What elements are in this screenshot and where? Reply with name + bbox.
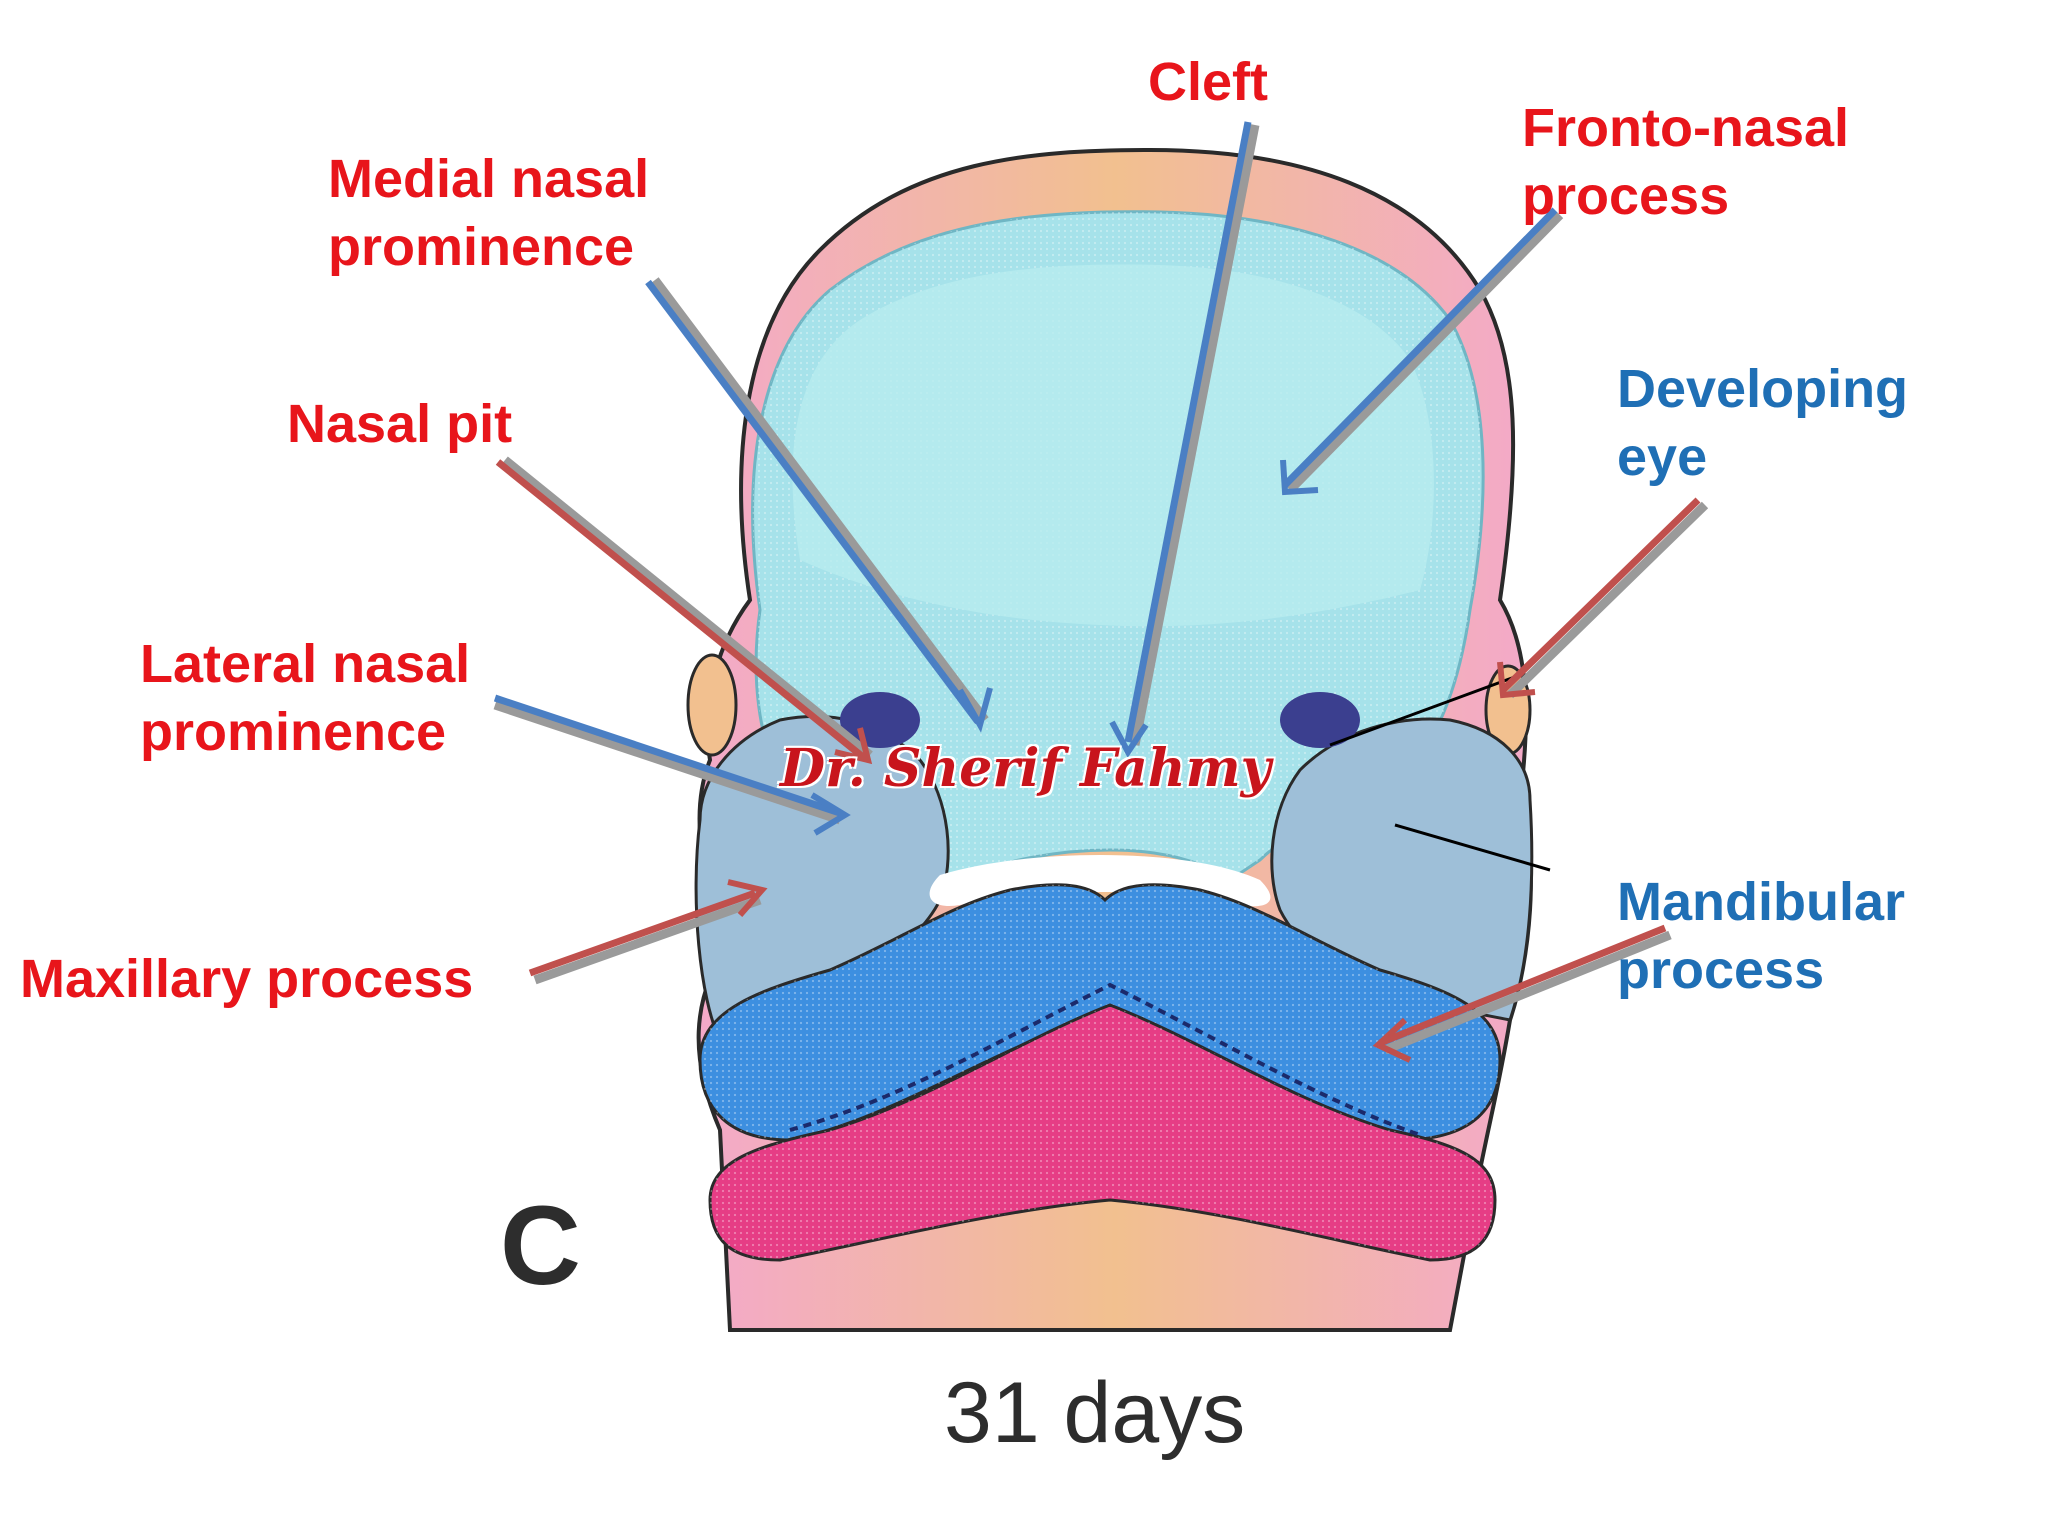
label-medial-nasal-line1: Medial nasal <box>328 149 650 209</box>
mandibular-arrow <box>1372 924 1672 1063</box>
maxillary-arrow <box>528 879 768 985</box>
mandibular-dashed-line <box>789 982 1421 1137</box>
cleft-arrow <box>1109 121 1260 758</box>
label-maxillary-process: Maxillary process <box>20 949 474 1009</box>
label-mandibular-line2: process <box>1617 940 1825 1000</box>
medial-nasal-arrow <box>645 277 993 733</box>
panel-letter: C <box>500 1183 581 1308</box>
label-nasal-pit: Nasal pit <box>287 394 513 454</box>
fronto-nasal-arrow <box>1280 207 1564 496</box>
eye-leader-line <box>1329 673 1521 747</box>
label-lateral-nasal-line1: Lateral nasal <box>140 634 471 694</box>
label-lateral-nasal-prominence: Lateral nasal prominence <box>140 630 470 766</box>
right-maxillary-shape <box>1270 717 1534 1022</box>
label-medial-nasal-prominence: Medial nasal prominence <box>328 145 649 281</box>
label-mandibular-process: Mandibular process <box>1617 868 1905 1004</box>
label-developing-eye-line1: Developing <box>1617 359 1909 419</box>
label-developing-eye: Developing eye <box>1617 355 1908 491</box>
watermark: Dr. Sherif Fahmy <box>780 738 1271 799</box>
label-mandibular-line1: Mandibular <box>1617 872 1906 932</box>
label-fronto-nasal-process: Fronto-nasal process <box>1522 94 1849 230</box>
right-nasal-pit <box>1280 692 1360 748</box>
developing-eye-arrow <box>1497 497 1709 699</box>
mandible-leader-line <box>1394 823 1551 872</box>
label-fronto-nasal-line1: Fronto-nasal <box>1522 98 1850 158</box>
age-caption: 31 days <box>944 1365 1246 1461</box>
label-lateral-nasal-line2: prominence <box>140 702 447 762</box>
label-fronto-nasal-line2: process <box>1522 166 1730 226</box>
nasal-pit-arrow <box>495 456 873 765</box>
left-eye-shape <box>686 653 738 757</box>
frontonasal-inner-region <box>792 264 1434 627</box>
label-cleft: Cleft <box>1148 52 1268 112</box>
label-developing-eye-line2: eye <box>1617 427 1708 487</box>
label-medial-nasal-line2: prominence <box>328 217 635 277</box>
lateral-nasal-arrow <box>493 694 851 836</box>
